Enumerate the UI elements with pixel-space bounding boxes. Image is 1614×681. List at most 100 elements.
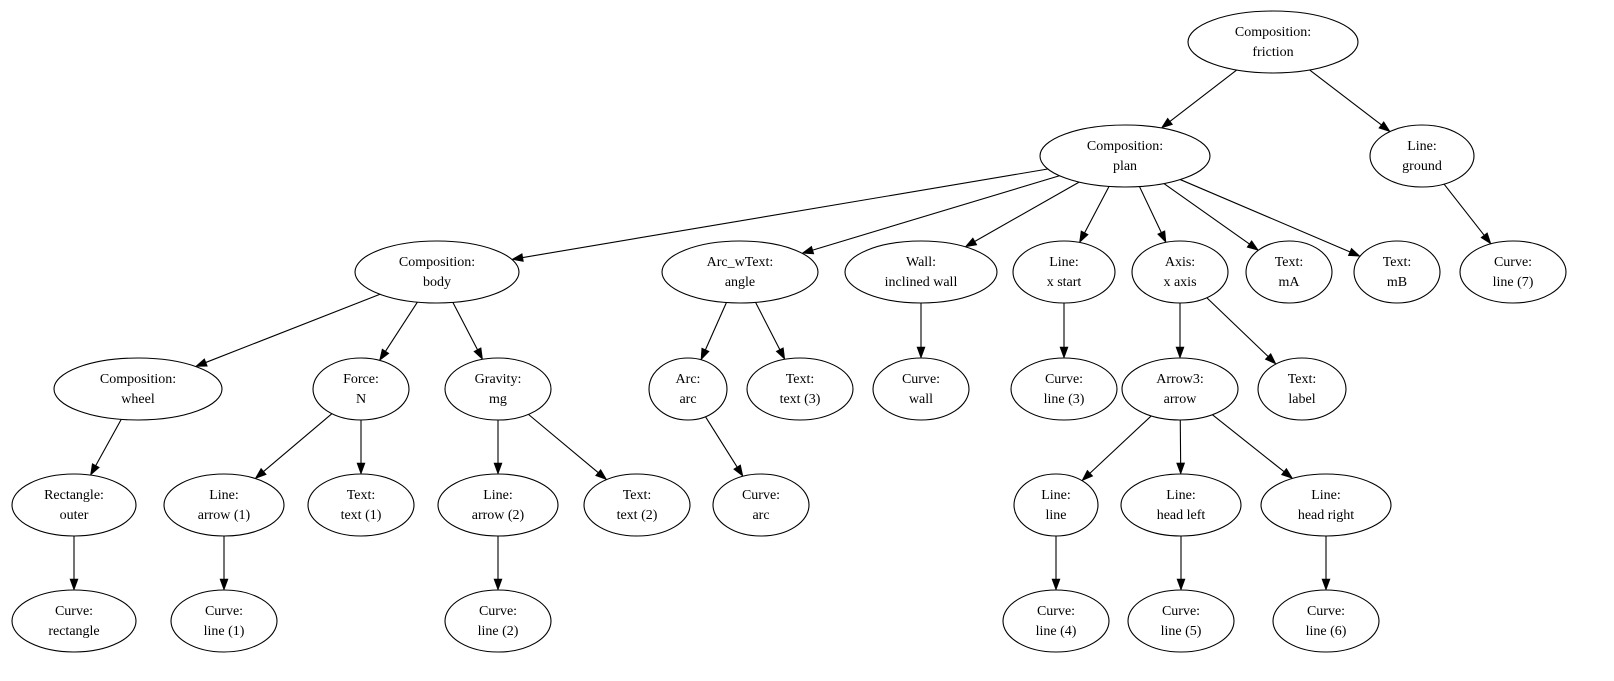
graph-node-plan[interactable]: Composition:plan	[1039, 124, 1211, 188]
node-ellipse-arrow1[interactable]	[163, 473, 285, 537]
graph-node-line2[interactable]: Curve:line (2)	[444, 589, 552, 653]
node-ellipse-text2[interactable]	[583, 473, 691, 537]
edge-line	[1138, 186, 1162, 233]
node-ellipse-plan[interactable]	[1039, 124, 1211, 188]
node-label-type-force_N: Force:	[343, 372, 379, 387]
graph-node-gravity_mg[interactable]: Gravity: mg	[444, 357, 552, 421]
node-label-name-gravity_mg: mg	[489, 392, 507, 407]
edge-ground-to-line7	[1443, 183, 1492, 245]
node-label-type-gravity_mg: Gravity:	[475, 372, 522, 387]
graph-node-x_axis[interactable]: Axis:x axis	[1131, 240, 1229, 304]
node-label-type-line2: Curve:	[479, 604, 517, 619]
node-ellipse-rect_outer[interactable]	[11, 473, 137, 537]
node-ellipse-line7[interactable]	[1459, 240, 1567, 304]
arrowhead-icon	[1051, 578, 1061, 591]
graph-node-rect_outer[interactable]: Rectangle:outer	[11, 473, 137, 537]
graph-node-text2[interactable]: Text:text (2)	[583, 473, 691, 537]
arrowhead-icon	[379, 348, 390, 362]
node-ellipse-inclined_wall[interactable]	[844, 240, 998, 304]
node-ellipse-body[interactable]	[354, 240, 520, 304]
arrowhead-icon	[775, 347, 786, 361]
node-ellipse-wheel[interactable]	[53, 357, 223, 421]
arrowhead-icon	[1347, 247, 1361, 257]
arrowhead-icon	[1176, 462, 1186, 475]
node-ellipse-gravity_mg[interactable]	[444, 357, 552, 421]
node-ellipse-head_right[interactable]	[1260, 473, 1392, 537]
node-ellipse-line2[interactable]	[444, 589, 552, 653]
graph-node-body[interactable]: Composition:body	[354, 240, 520, 304]
node-ellipse-line5[interactable]	[1127, 589, 1235, 653]
node-ellipse-line3[interactable]	[1010, 357, 1118, 421]
node-label-type-curve_wall: Curve:	[902, 372, 940, 387]
edge-line	[1169, 69, 1237, 122]
node-ellipse-arrow3[interactable]	[1121, 357, 1239, 421]
node-ellipse-x_start[interactable]	[1012, 240, 1116, 304]
graph-node-line5[interactable]: Curve:line (5)	[1127, 589, 1235, 653]
graph-node-mB[interactable]: Text:mB	[1353, 240, 1441, 304]
node-ellipse-curve_rect[interactable]	[11, 589, 137, 653]
graph-node-mA[interactable]: Text:mA	[1245, 240, 1333, 304]
node-label-name-curve_arc: arc	[752, 508, 769, 523]
node-ellipse-curve_wall[interactable]	[872, 357, 970, 421]
edge-line	[1206, 297, 1269, 357]
node-ellipse-text1[interactable]	[307, 473, 415, 537]
edge-line	[1309, 69, 1382, 126]
node-ellipse-head_left[interactable]	[1120, 473, 1242, 537]
node-label-type-head_left: Line:	[1166, 488, 1196, 503]
graph-node-line7[interactable]: Curve:line (7)	[1459, 240, 1567, 304]
graph-node-text3[interactable]: Text:text (3)	[746, 357, 854, 421]
graph-node-line3[interactable]: Curve:line (3)	[1010, 357, 1118, 421]
edge-body-to-gravity_mg	[452, 302, 483, 361]
node-ellipse-x_axis[interactable]	[1131, 240, 1229, 304]
edge-line	[755, 302, 781, 350]
node-ellipse-angle[interactable]	[661, 240, 819, 304]
graph-node-text1[interactable]: Text:text (1)	[307, 473, 415, 537]
graph-node-inclined_wall[interactable]: Wall:inclined wall	[844, 240, 998, 304]
edge-line	[1089, 415, 1152, 474]
graph-node-head_left[interactable]: Line:head left	[1120, 473, 1242, 537]
graph-node-x_start[interactable]: Line:x start	[1012, 240, 1116, 304]
graph-node-friction[interactable]: Composition:friction	[1187, 10, 1359, 74]
node-label-name-inclined_wall: inclined wall	[885, 275, 958, 290]
graph-node-line_line[interactable]: Line:line	[1013, 473, 1099, 537]
node-label-type-ground: Line:	[1407, 139, 1437, 154]
edge-head_right-to-line6	[1321, 536, 1331, 591]
node-ellipse-mA[interactable]	[1245, 240, 1333, 304]
node-ellipse-line4[interactable]	[1002, 589, 1110, 653]
graph-node-wheel[interactable]: Composition:wheel	[53, 357, 223, 421]
node-ellipse-label[interactable]	[1257, 357, 1347, 421]
edge-body-to-force_N	[379, 301, 418, 362]
graph-node-arrow3[interactable]: Arrow3:arrow	[1121, 357, 1239, 421]
graph-node-curve_rect[interactable]: Curve:rectangle	[11, 589, 137, 653]
graph-node-ground[interactable]: Line:ground	[1369, 124, 1475, 188]
node-ellipse-arc[interactable]	[648, 357, 728, 421]
arrowhead-icon	[1079, 230, 1089, 244]
graph-node-line4[interactable]: Curve:line (4)	[1002, 589, 1110, 653]
node-label-name-line4: line (4)	[1036, 624, 1077, 639]
node-ellipse-arrow2[interactable]	[437, 473, 559, 537]
graph-node-curve_wall[interactable]: Curve:wall	[872, 357, 970, 421]
graph-node-force_N[interactable]: Force:N	[312, 357, 410, 421]
node-ellipse-line_line[interactable]	[1013, 473, 1099, 537]
node-ellipse-friction[interactable]	[1187, 10, 1359, 74]
graph-node-angle[interactable]: Arc_wText:angle	[661, 240, 819, 304]
node-ellipse-line6[interactable]	[1272, 589, 1380, 653]
graph-node-line6[interactable]: Curve:line (6)	[1272, 589, 1380, 653]
node-ellipse-line1[interactable]	[170, 589, 278, 653]
node-label-type-angle: Arc_wText:	[707, 255, 774, 270]
graph-node-arc[interactable]: Arc:arc	[648, 357, 728, 421]
graph-node-arrow1[interactable]: Line:arrow (1)	[163, 473, 285, 537]
edge-line	[1163, 183, 1250, 245]
node-ellipse-text3[interactable]	[746, 357, 854, 421]
graph-node-curve_arc[interactable]: Curve:arc	[712, 473, 810, 537]
graph-node-head_right[interactable]: Line:head right	[1260, 473, 1392, 537]
node-ellipse-curve_arc[interactable]	[712, 473, 810, 537]
node-ellipse-ground[interactable]	[1369, 124, 1475, 188]
node-ellipse-force_N[interactable]	[312, 357, 410, 421]
graph-node-label[interactable]: Text:label	[1257, 357, 1347, 421]
node-label-type-head_right: Line:	[1311, 488, 1341, 503]
edge-line	[528, 413, 599, 473]
graph-node-line1[interactable]: Curve:line (1)	[170, 589, 278, 653]
node-ellipse-mB[interactable]	[1353, 240, 1441, 304]
graph-node-arrow2[interactable]: Line:arrow (2)	[437, 473, 559, 537]
